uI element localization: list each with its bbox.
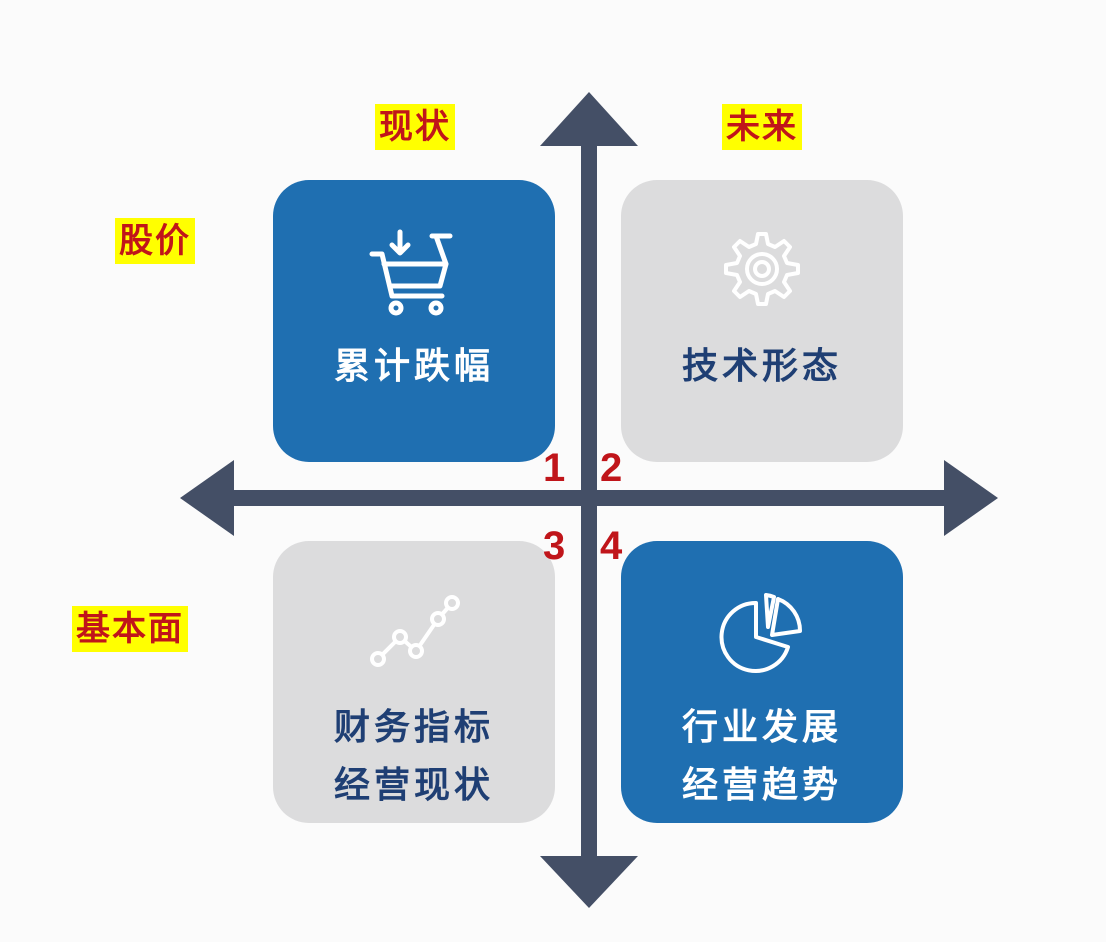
quadrant-2-tile: 技术形态 (621, 180, 903, 462)
shopping-cart-icon (369, 229, 453, 316)
label-fundamentals: 基本面 (72, 606, 188, 652)
quadrant-4-line-2: 经营趋势 (681, 765, 842, 806)
label-current: 现状 (375, 104, 455, 150)
quadrant-1-text: 累计跌幅 (334, 338, 494, 396)
quadrant-4-tile: 行业发展 经营趋势 (621, 541, 903, 823)
quadrant-3-line-1: 财务指标 (333, 707, 494, 748)
quadrant-2-number: 2 (600, 446, 623, 490)
quadrant-1-number: 1 (543, 446, 566, 490)
quadrant-4-text: 行业发展 经营趋势 (682, 699, 842, 815)
trend-line-icon (370, 595, 460, 667)
right-arrowhead (944, 460, 998, 536)
left-arrowhead (180, 460, 234, 536)
label-future: 未来 (722, 104, 802, 150)
quadrant-4-number: 4 (600, 524, 623, 568)
quadrant-3-tile: 财务指标 经营现状 (273, 541, 555, 823)
down-arrowhead (540, 856, 638, 908)
horizontal-axis (228, 490, 952, 506)
quadrant-2-text: 技术形态 (682, 338, 842, 396)
gear-icon (724, 232, 800, 306)
quadrant-3-number: 3 (543, 524, 566, 568)
quadrant-1-tile: 累计跌幅 (273, 180, 555, 462)
quadrant-1-line-1: 累计跌幅 (333, 346, 494, 387)
quadrant-3-line-2: 经营现状 (333, 765, 494, 806)
up-arrowhead (540, 92, 638, 146)
quadrant-3-text: 财务指标 经营现状 (334, 699, 494, 815)
quadrant-4-line-1: 行业发展 (681, 707, 842, 748)
pie-chart-icon (719, 593, 803, 673)
quadrant-2-line-1: 技术形态 (681, 346, 842, 387)
label-price: 股价 (115, 218, 195, 264)
